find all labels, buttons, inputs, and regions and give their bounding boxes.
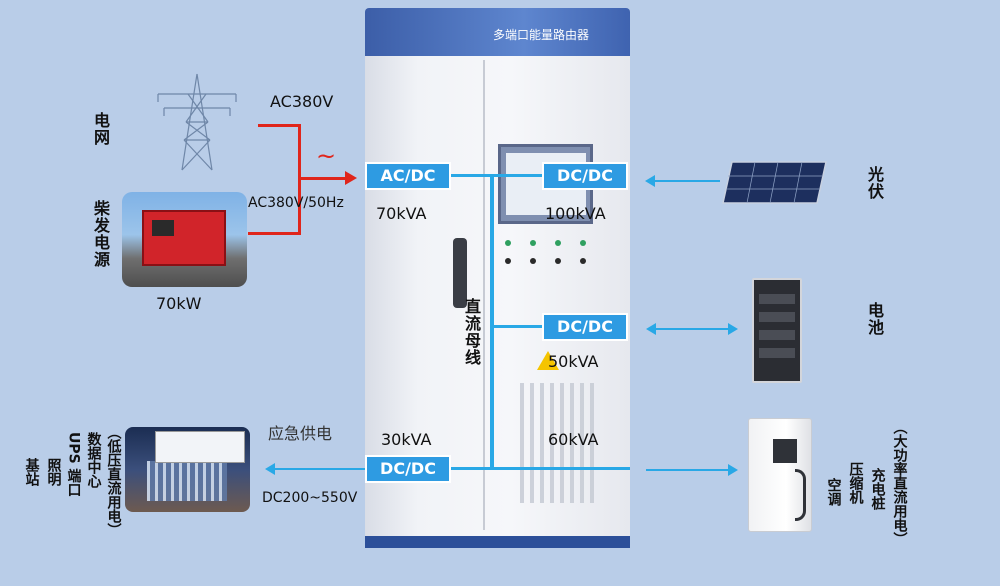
- solar-panel-icon: [722, 161, 827, 204]
- battery-rack-image: [752, 278, 802, 383]
- pv-line: [655, 180, 720, 182]
- ac-wave-icon: ~: [316, 142, 337, 170]
- indicator-light: [555, 258, 561, 264]
- pv-label: 光伏: [865, 166, 884, 200]
- acdc-converter: AC/DC: [365, 162, 451, 190]
- output-dcdc-power: 30kVA: [381, 430, 432, 449]
- indicator-light: [530, 258, 536, 264]
- battery-module: [759, 294, 795, 304]
- datacenter-image: [125, 427, 250, 512]
- bus-h-charger: [490, 467, 630, 470]
- pv-arrow-icon: [645, 175, 655, 187]
- cabinet-base: [365, 536, 630, 548]
- load-basestation: 基站: [23, 458, 40, 486]
- door-handle[interactable]: [453, 238, 467, 308]
- diesel-label: 柴发电源: [91, 200, 110, 268]
- grid-label: 电网: [91, 112, 110, 146]
- charger-note: （大功率直流用电）: [891, 420, 908, 546]
- cabinet-title: 多端口能量路由器: [493, 28, 590, 42]
- charger-load-ac: 空调: [825, 478, 842, 506]
- battery-dcdc-power: 50kVA: [548, 352, 599, 371]
- ac-line-v: [298, 124, 301, 235]
- bus-h-acdc: [450, 174, 542, 177]
- transmission-tower-icon: [157, 73, 237, 171]
- output-arrow-line: [275, 468, 365, 470]
- load-datacenter: 数据中心: [85, 432, 102, 488]
- emergency-label: 应急供电: [268, 424, 333, 443]
- diesel-generator-image: [122, 192, 247, 287]
- charger-load-compressor: 压缩机: [847, 462, 864, 504]
- output-dcdc-converter: DC/DC: [365, 455, 451, 483]
- door-seam: [483, 60, 485, 530]
- ac-line-to-acdc: [300, 177, 348, 180]
- acdc-label: AC/DC: [380, 166, 436, 185]
- charger-cable: [795, 469, 806, 521]
- load-note: （低压直流用电）: [105, 425, 122, 537]
- bus-h-battery: [490, 325, 545, 328]
- battery-module: [759, 330, 795, 340]
- pv-dcdc-power: 100kVA: [545, 204, 606, 223]
- ac380-50hz-label: AC380V/50Hz: [248, 195, 344, 211]
- generator-body: [142, 210, 226, 266]
- indicator-light: [580, 240, 586, 246]
- warning-icon: [537, 351, 559, 370]
- battery-line: [656, 328, 728, 330]
- battery-module: [759, 312, 795, 322]
- generator-panel: [152, 220, 174, 236]
- diesel-line-h: [248, 232, 300, 235]
- dc-bus-label: 直流母线: [462, 298, 481, 366]
- output-dcdc-label: DC/DC: [380, 459, 436, 478]
- bus-h-output: [450, 467, 490, 470]
- indicator-light: [555, 240, 561, 246]
- vent-grille: [520, 383, 595, 503]
- battery-dcdc-converter: DC/DC: [542, 313, 628, 341]
- charger-arrow-icon: [728, 464, 738, 476]
- pv-dcdc-label: DC/DC: [557, 166, 613, 185]
- charger-line: [646, 469, 728, 471]
- cabinet-top: 多端口能量路由器: [365, 8, 630, 56]
- indicator-light: [505, 240, 511, 246]
- building-icon: [147, 461, 227, 501]
- battery-arrow-right-icon: [728, 323, 738, 335]
- ac380-label: AC380V: [270, 92, 334, 111]
- battery-label: 电池: [865, 302, 884, 336]
- circuit-diagram-inset: [155, 431, 245, 463]
- indicator-lights: [505, 240, 595, 266]
- arrow-head-icon: [345, 171, 357, 185]
- dc-bus-vertical: [490, 175, 494, 470]
- charger-screen: [773, 439, 797, 463]
- charging-pile-image: [748, 418, 812, 532]
- output-arrow-icon: [265, 463, 275, 475]
- grid-line-h: [258, 124, 300, 127]
- acdc-power: 70kVA: [376, 204, 427, 223]
- load-lighting: 照明: [45, 458, 62, 486]
- battery-dcdc-label: DC/DC: [557, 317, 613, 336]
- dc-range-label: DC200~550V: [262, 490, 358, 506]
- charger-load-pile: 充电桩: [869, 468, 886, 510]
- diesel-power: 70kW: [156, 294, 202, 313]
- charger-power: 60kVA: [548, 430, 599, 449]
- battery-arrow-left-icon: [646, 323, 656, 335]
- battery-module: [759, 348, 795, 358]
- indicator-light: [505, 258, 511, 264]
- pv-dcdc-converter: DC/DC: [542, 162, 628, 190]
- indicator-light: [580, 258, 586, 264]
- load-ups: UPS 端口: [65, 432, 82, 497]
- indicator-light: [530, 240, 536, 246]
